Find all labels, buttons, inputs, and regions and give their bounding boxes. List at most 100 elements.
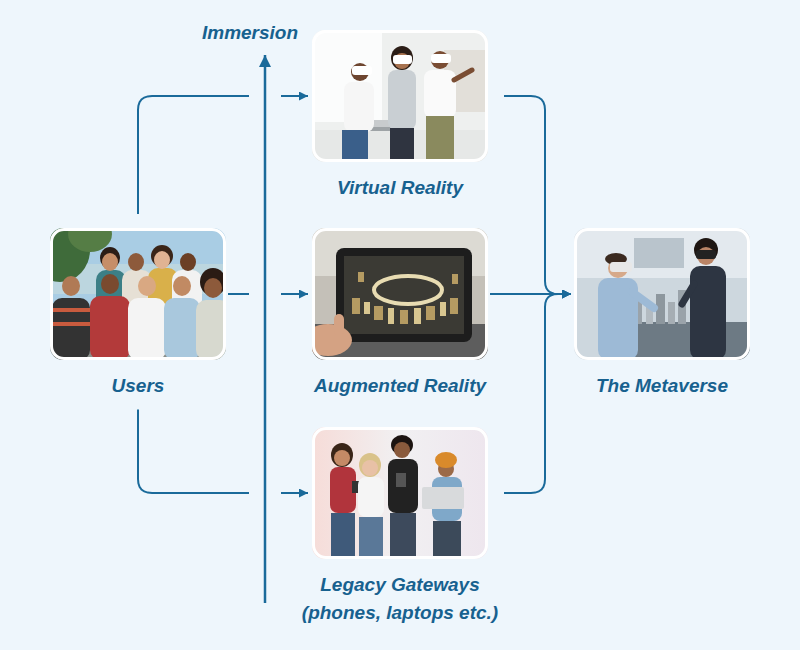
- metaverse-photo: [574, 228, 750, 360]
- vr-photo: [312, 30, 488, 162]
- photo-node: Virtual Reality: [312, 30, 488, 202]
- ar-photo: [450, 298, 458, 314]
- users-photo: [30, 216, 230, 360]
- users-photo: [50, 228, 226, 360]
- ar-photo: [426, 306, 435, 320]
- photo-frame: [574, 228, 750, 360]
- legacy-photo: [390, 513, 416, 559]
- photo-frame: [312, 30, 488, 162]
- vr-photo: [352, 66, 372, 75]
- axis-label: Immersion: [180, 21, 320, 45]
- users-photo: [204, 278, 222, 298]
- metaverse-photo: [668, 302, 675, 324]
- users-photo: [164, 298, 200, 360]
- photo-node: Users: [50, 228, 226, 400]
- flow-arrow: [504, 294, 571, 493]
- ar-photo: [312, 324, 352, 356]
- vr-photo: [390, 128, 414, 162]
- photo-node: Legacy Gateways (phones, laptops etc.): [312, 427, 488, 626]
- users-photo: [154, 251, 170, 269]
- node-caption: Legacy Gateways (phones, laptops etc.): [290, 571, 510, 626]
- users-photo: [102, 253, 118, 271]
- vr-photo: [342, 130, 368, 162]
- photo-frame: [312, 228, 488, 360]
- legacy-photo: [396, 473, 406, 487]
- metaverse-photo: [690, 266, 726, 360]
- legacy-photo: [394, 442, 410, 458]
- photo-node: Augmented Reality: [312, 228, 488, 400]
- legacy-photo: [362, 460, 378, 476]
- node-caption: The Metaverse: [552, 372, 772, 400]
- legacy-photo: [331, 443, 353, 467]
- legacy-photo: [388, 459, 418, 513]
- photo-node: The Metaverse: [574, 228, 750, 400]
- vr-photo: [431, 54, 451, 63]
- ar-photo: [440, 302, 446, 316]
- users-photo: [62, 276, 80, 296]
- ar-photo: [452, 274, 458, 284]
- ar-photo: [374, 276, 442, 304]
- legacy-photo: [312, 427, 488, 559]
- legacy-photo: [422, 487, 464, 509]
- photo-frame: [50, 228, 226, 360]
- legacy-photo: [312, 427, 488, 559]
- vr-photo: [344, 82, 374, 132]
- immersion-axis: [264, 55, 267, 603]
- node-caption: Users: [28, 372, 248, 400]
- ar-photo: [336, 248, 472, 342]
- legacy-photo: [312, 427, 488, 559]
- legacy-photo: [358, 477, 384, 517]
- legacy-photo: [435, 452, 457, 468]
- ar-photo: [304, 228, 488, 360]
- legacy-photo: [331, 513, 355, 559]
- ar-photo: [414, 308, 421, 324]
- users-photo: [128, 253, 144, 271]
- vr-photo: [454, 70, 472, 80]
- flow-arrow: [504, 96, 571, 294]
- metaverse-photo: [697, 247, 715, 265]
- legacy-photo: [334, 450, 350, 466]
- ar-photo: [344, 256, 464, 334]
- ar-photo: [400, 310, 408, 324]
- ar-photo: [334, 314, 344, 336]
- users-photo: [52, 298, 90, 360]
- vr-photo: [424, 70, 456, 118]
- metaverse-photo: [574, 228, 750, 360]
- flow-arrow: [138, 410, 308, 493]
- legacy-photo: [359, 517, 383, 559]
- flow-arrow: [138, 96, 308, 214]
- metaverse-photo: [634, 238, 684, 268]
- vr-photo: [312, 30, 488, 162]
- vr-photo: [393, 55, 412, 64]
- ar-photo: [312, 228, 488, 360]
- legacy-photo: [433, 521, 461, 559]
- users-photo: [90, 296, 130, 360]
- metaverse-photo: [610, 262, 632, 272]
- users-photo: [52, 322, 90, 326]
- metaverse-photo: [682, 284, 694, 304]
- vr-photo: [388, 70, 416, 130]
- vr-photo: [312, 30, 488, 162]
- ar-photo: [352, 298, 360, 314]
- vr-photo: [391, 46, 413, 70]
- ar-photo: [388, 308, 394, 324]
- immersion-axis: [265, 55, 266, 603]
- metaverse-photo: [632, 292, 654, 308]
- node-caption: Virtual Reality: [290, 174, 510, 202]
- users-photo: [138, 276, 156, 296]
- metaverse-photo: [694, 238, 718, 262]
- ar-photo: [374, 306, 383, 320]
- users-photo: [101, 274, 119, 294]
- ar-photo: [364, 302, 370, 314]
- legacy-photo: [359, 453, 381, 477]
- users-photo: [128, 298, 166, 360]
- vr-photo: [426, 116, 454, 162]
- node-caption: Augmented Reality: [290, 372, 510, 400]
- users-photo: [173, 276, 191, 296]
- users-photo: [180, 253, 196, 271]
- ar-photo: [358, 272, 364, 282]
- metaverse-photo: [574, 228, 750, 360]
